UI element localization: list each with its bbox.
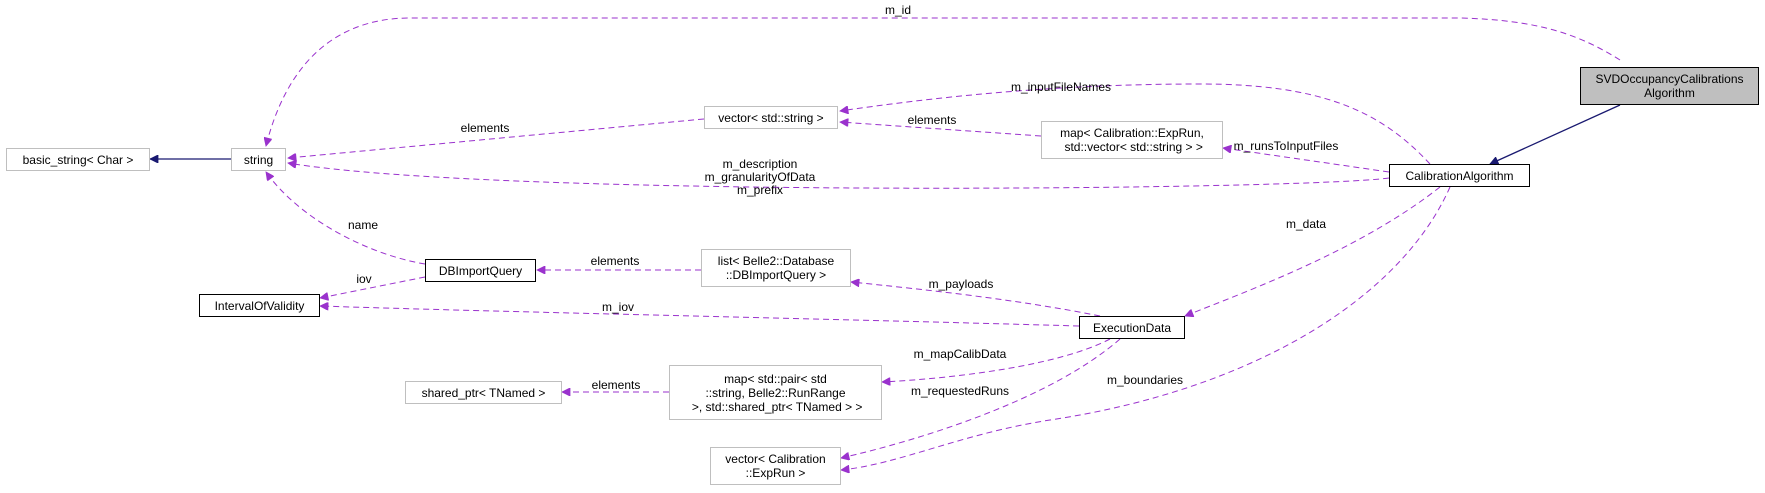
- node-svd-occupancy-calibrations-algorithm: SVDOccupancyCalibrations Algorithm: [1580, 67, 1759, 105]
- edge-m-id: [266, 17, 1621, 146]
- edge-elements-map-exprun: [840, 122, 1042, 137]
- edge-m-requestedruns: [841, 338, 1121, 458]
- node-basic-string[interactable]: basic_string< Char >: [6, 148, 150, 171]
- edge-name: [266, 172, 426, 265]
- node-interval-of-validity[interactable]: IntervalOfValidity: [199, 294, 320, 317]
- edge-label-elements-list: elements: [591, 254, 640, 268]
- node-execution-data[interactable]: ExecutionData: [1079, 316, 1185, 339]
- node-map-exprun[interactable]: map< Calibration::ExpRun, std::vector< s…: [1041, 121, 1223, 159]
- edge-inherit-svd-calib: [1490, 104, 1621, 164]
- node-shared-ptr-tnamed[interactable]: shared_ptr< TNamed >: [405, 381, 562, 404]
- node-string[interactable]: string: [231, 148, 286, 171]
- edge-m-description: [288, 163, 1390, 189]
- edge-m-payloads: [851, 282, 1101, 317]
- edge-label-m-iov: m_iov: [602, 300, 634, 314]
- node-calibration-algorithm[interactable]: CalibrationAlgorithm: [1389, 164, 1530, 187]
- edge-label-m-data: m_data: [1286, 217, 1326, 231]
- edge-label-m-boundaries: m_boundaries: [1107, 373, 1183, 387]
- edge-label-m-id: m_id: [885, 3, 911, 17]
- edge-m-iov: [320, 306, 1080, 327]
- edge-label-m-requestedruns: m_requestedRuns: [911, 384, 1009, 398]
- edge-label-iov: iov: [356, 272, 371, 286]
- edge-m-runstoinputfiles: [1223, 148, 1390, 173]
- edge-m-boundaries: [841, 186, 1451, 470]
- edge-iov: [320, 276, 426, 298]
- node-map-pair[interactable]: map< std::pair< std ::string, Belle2::Ru…: [669, 365, 882, 420]
- edge-label-m-inputfilenames: m_inputFileNames: [1011, 80, 1111, 94]
- node-list-dbimport-query[interactable]: list< Belle2::Database ::DBImportQuery >: [701, 249, 851, 287]
- edge-label-elements-map-exprun: elements: [908, 113, 957, 127]
- node-vector-exprun[interactable]: vector< Calibration ::ExpRun >: [710, 447, 841, 485]
- edge-label-name: name: [348, 218, 378, 232]
- edge-m-mapcalibdata: [882, 338, 1111, 382]
- node-vector-string[interactable]: vector< std::string >: [704, 106, 838, 129]
- edge-label-m-runstoinputfiles: m_runsToInputFiles: [1234, 139, 1339, 153]
- edge-label-elements-shared: elements: [592, 378, 641, 392]
- node-dbimport-query[interactable]: DBImportQuery: [425, 259, 536, 282]
- edge-m-data: [1185, 186, 1441, 316]
- edge-m-inputfilenames: [840, 83, 1431, 165]
- edge-label-elements-vector-string: elements: [461, 121, 510, 135]
- edge-label-m-payloads: m_payloads: [929, 277, 994, 291]
- edge-label-m-mapcalibdata: m_mapCalibData: [914, 347, 1007, 361]
